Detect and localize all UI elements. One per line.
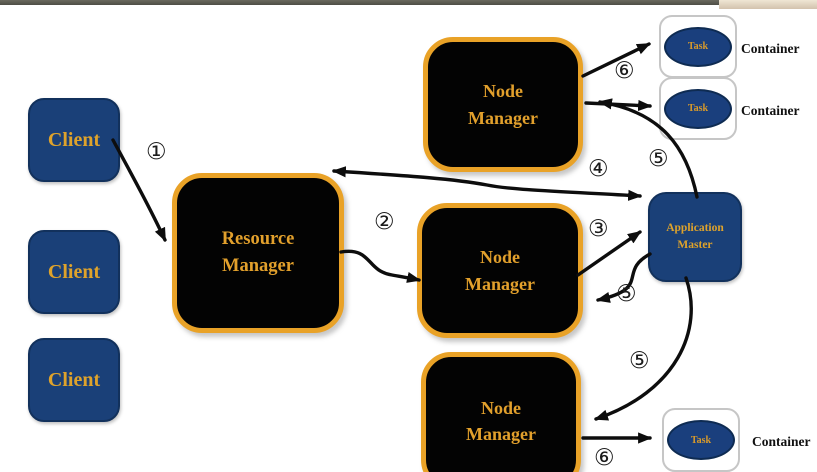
- application-master-line2: Master: [677, 239, 713, 251]
- container-box-1: Task: [659, 15, 737, 78]
- step-marker-1: ①: [146, 139, 167, 165]
- node-manager-line2: Manager: [465, 273, 535, 294]
- step-marker-4: ④: [588, 156, 609, 182]
- node-manager-label: Node Manager: [466, 395, 536, 447]
- application-master-line1: Application: [666, 222, 724, 235]
- step-marker-5b: ⑤: [616, 281, 637, 307]
- resource-manager-node: Resource Manager: [172, 173, 344, 333]
- resource-manager-label: Resource Manager: [222, 226, 295, 280]
- client-node-1: Client: [28, 98, 120, 182]
- node-manager-line1: Node: [482, 81, 523, 102]
- arrow-rm-to-nm2: [339, 249, 422, 283]
- container-caption-3: Container: [752, 434, 811, 449]
- top-strip-dark-segment: [0, 0, 719, 5]
- step-marker-6b: ⑥: [594, 445, 615, 471]
- node-manager-label: Node Manager: [465, 244, 535, 296]
- task-node-1: Task: [664, 26, 732, 67]
- arrow-nm1-to-container2: [584, 99, 653, 112]
- node-manager-node-3: Node Manager: [421, 352, 581, 472]
- task-node-3: Task: [667, 420, 735, 460]
- node-manager-line1: Node: [479, 247, 520, 268]
- client-label: Client: [47, 368, 101, 391]
- step-marker-6a: ⑥: [614, 58, 635, 84]
- container-box-2: Task: [659, 77, 737, 140]
- container-caption-2: Container: [741, 103, 800, 118]
- task-node-2: Task: [664, 88, 732, 129]
- step-marker-5a: ⑤: [648, 146, 669, 172]
- step-marker-2: ②: [374, 209, 395, 235]
- container-box-3: Task: [662, 408, 740, 472]
- node-manager-line2: Manager: [468, 107, 538, 128]
- node-manager-node-1: Node Manager: [423, 37, 583, 172]
- task-label: Task: [687, 41, 709, 52]
- container-caption-1: Container: [741, 41, 800, 56]
- task-label: Task: [687, 103, 709, 114]
- application-master-node: Application Master: [648, 192, 742, 282]
- application-master-label: Application Master: [666, 220, 724, 253]
- resource-manager-line2: Manager: [222, 256, 294, 276]
- task-label: Task: [690, 434, 712, 446]
- client-label: Client: [47, 260, 101, 283]
- step-marker-5c: ⑤: [629, 348, 650, 374]
- client-node-2: Client: [28, 230, 120, 314]
- resource-manager-line1: Resource: [221, 229, 295, 250]
- window-top-strip: [0, 0, 817, 9]
- node-manager-node-2: Node Manager: [417, 203, 583, 338]
- step-marker-3: ③: [588, 216, 609, 242]
- client-label: Client: [47, 128, 101, 151]
- node-manager-line2: Manager: [466, 424, 536, 444]
- node-manager-line1: Node: [480, 397, 521, 418]
- node-manager-label: Node Manager: [468, 78, 538, 130]
- client-node-3: Client: [28, 338, 120, 422]
- top-strip-tan-segment: [719, 0, 817, 9]
